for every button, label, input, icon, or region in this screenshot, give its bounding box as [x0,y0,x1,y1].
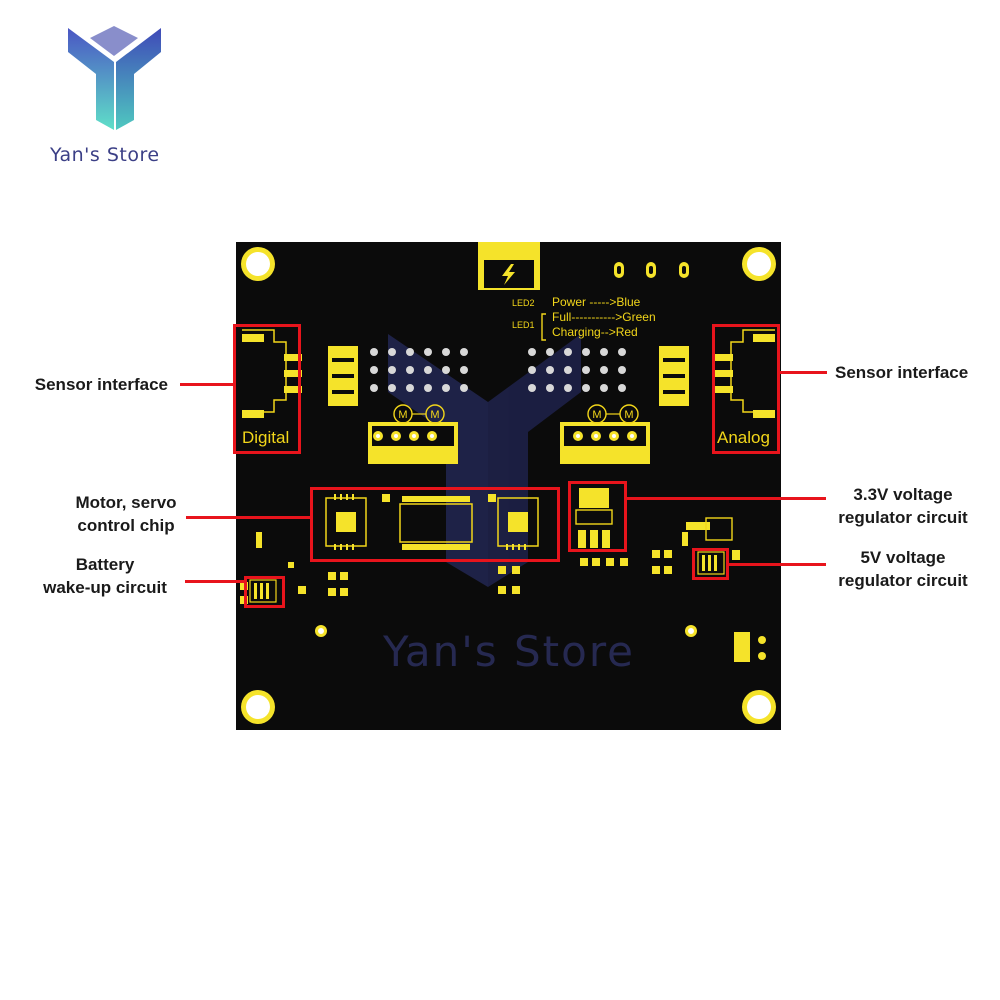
reg33-label: 3.3V voltage regulator circuit [828,483,978,529]
digital-silk-label: Digital [242,428,290,447]
led-power-line: Power ----->Blue [552,295,641,309]
store-logo-icon [62,22,167,132]
charge-indicator [478,242,540,290]
sensor-right-callout-line [779,371,827,374]
led-charging-line: Charging-->Red [552,325,638,339]
top-slots [614,262,689,278]
reg5-label: 5V voltage regulator circuit [828,546,978,592]
watermark-text: Yan's Store [382,627,635,676]
right-header-grid [528,348,626,392]
digital-connector [242,329,302,418]
motor-chip-callout-line [186,516,311,519]
reg5-callout-box [692,548,729,580]
regulator-5v-ic [697,551,725,575]
left-header-grid [370,348,468,392]
pcb-board: M M M M Digital Analog LED2 LED1 Power ----… [236,242,781,730]
reg5-label-line2: regulator circuit [838,571,968,590]
motor-symbol-2: M [430,409,439,421]
battery-wakeup-ic [249,579,277,603]
led2-label: LED2 [512,298,535,308]
led-full-line: Full----------->Green [552,310,656,324]
sensor-right-callout-box [712,324,780,454]
sensor-right-label: Sensor interface [835,363,969,382]
led1-label: LED1 [512,320,535,330]
store-name: Yan's Store [50,144,160,166]
reg33-callout-box [568,481,627,552]
motor-symbol-1: M [398,409,407,421]
reg5-callout-line [728,563,826,566]
right-motor-connector [560,404,650,464]
battery-label: Battery wake-up circuit [30,553,180,599]
battery-label-line2: wake-up circuit [43,578,167,597]
regulator-3v3 [575,488,613,548]
motor-chip-label-line2: control chip [77,516,175,535]
left-jumper-pads [328,346,358,406]
battery-callout-line [185,580,245,583]
analog-silk-label: Analog [717,428,770,447]
sensor-left-label: Sensor interface [34,375,168,394]
motor-symbol-4: M [624,409,633,421]
reg33-callout-line [626,497,826,500]
analog-connector [715,329,775,418]
battery-callout-box [244,576,285,608]
motor-chip-callout-box [310,487,560,562]
smd-components [240,517,766,662]
right-jumper-pads [659,346,689,406]
left-motor-connector [368,404,458,464]
motor-driver-chips [325,494,539,550]
battery-label-line1: Battery [75,555,135,574]
reg5-label-line1: 5V voltage [860,548,946,567]
sensor-left-callout-box [233,324,301,454]
sensor-left-callout-line [180,383,234,386]
mounting-holes [241,247,776,724]
reg33-label-line1: 3.3V voltage [853,485,953,504]
motor-symbol-3: M [592,409,601,421]
motor-chip-label-line1: Motor, servo [75,493,177,512]
reg33-label-line2: regulator circuit [838,508,968,527]
motor-chip-label: Motor, servo control chip [56,491,196,537]
